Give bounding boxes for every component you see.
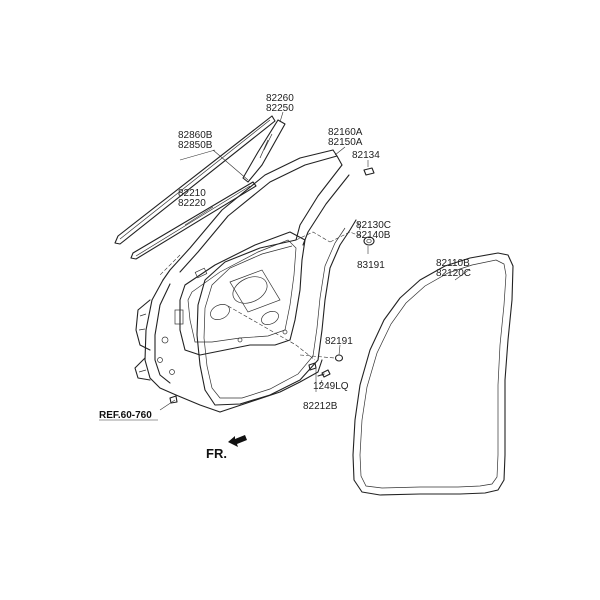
label-82140b: 82140B bbox=[356, 230, 391, 241]
label-82250: 82250 bbox=[266, 103, 294, 114]
label-82860b: 82860B bbox=[178, 130, 213, 141]
door-panel bbox=[134, 149, 350, 413]
label-82150a: 82150A bbox=[328, 137, 363, 148]
label-82130c: 82130C bbox=[356, 220, 391, 231]
plug-83191 bbox=[363, 236, 375, 246]
label-82191: 82191 bbox=[325, 336, 353, 347]
label-82120c: 82120C bbox=[436, 268, 471, 279]
label-82160a: 82160A bbox=[328, 127, 363, 138]
door-side-weatherstrip bbox=[196, 219, 357, 406]
leader-lines bbox=[159, 111, 471, 411]
label-82212b: 82212B bbox=[303, 401, 338, 412]
door-frame-garnish bbox=[242, 119, 286, 183]
screw-1249LQ bbox=[317, 369, 331, 378]
label-82134: 82134 bbox=[352, 150, 380, 161]
clip-82134 bbox=[363, 167, 375, 176]
label-ref: REF.60-760 bbox=[99, 410, 152, 421]
label-82210: 82210 bbox=[178, 188, 206, 199]
inner-belt-weatherstrip bbox=[130, 181, 257, 260]
label-fr: FR. bbox=[206, 446, 227, 461]
outer-belt-molding bbox=[114, 115, 276, 245]
label-82220: 82220 bbox=[178, 198, 206, 209]
label-82110b: 82110B bbox=[436, 258, 470, 269]
label-83191: 83191 bbox=[357, 260, 385, 271]
arrow-icon bbox=[228, 435, 247, 447]
plug-82191 bbox=[334, 354, 344, 362]
dashed-reference-lines bbox=[159, 231, 366, 361]
part-labels: 82260 82250 82860B 82850B 82160A 82150A … bbox=[99, 93, 471, 421]
label-82850b: 82850B bbox=[178, 140, 213, 151]
front-direction-indicator: FR. bbox=[206, 435, 247, 461]
body-opening-weatherstrip bbox=[352, 252, 514, 496]
label-82260: 82260 bbox=[266, 93, 294, 104]
label-1249lq: 1249LQ bbox=[313, 381, 349, 392]
